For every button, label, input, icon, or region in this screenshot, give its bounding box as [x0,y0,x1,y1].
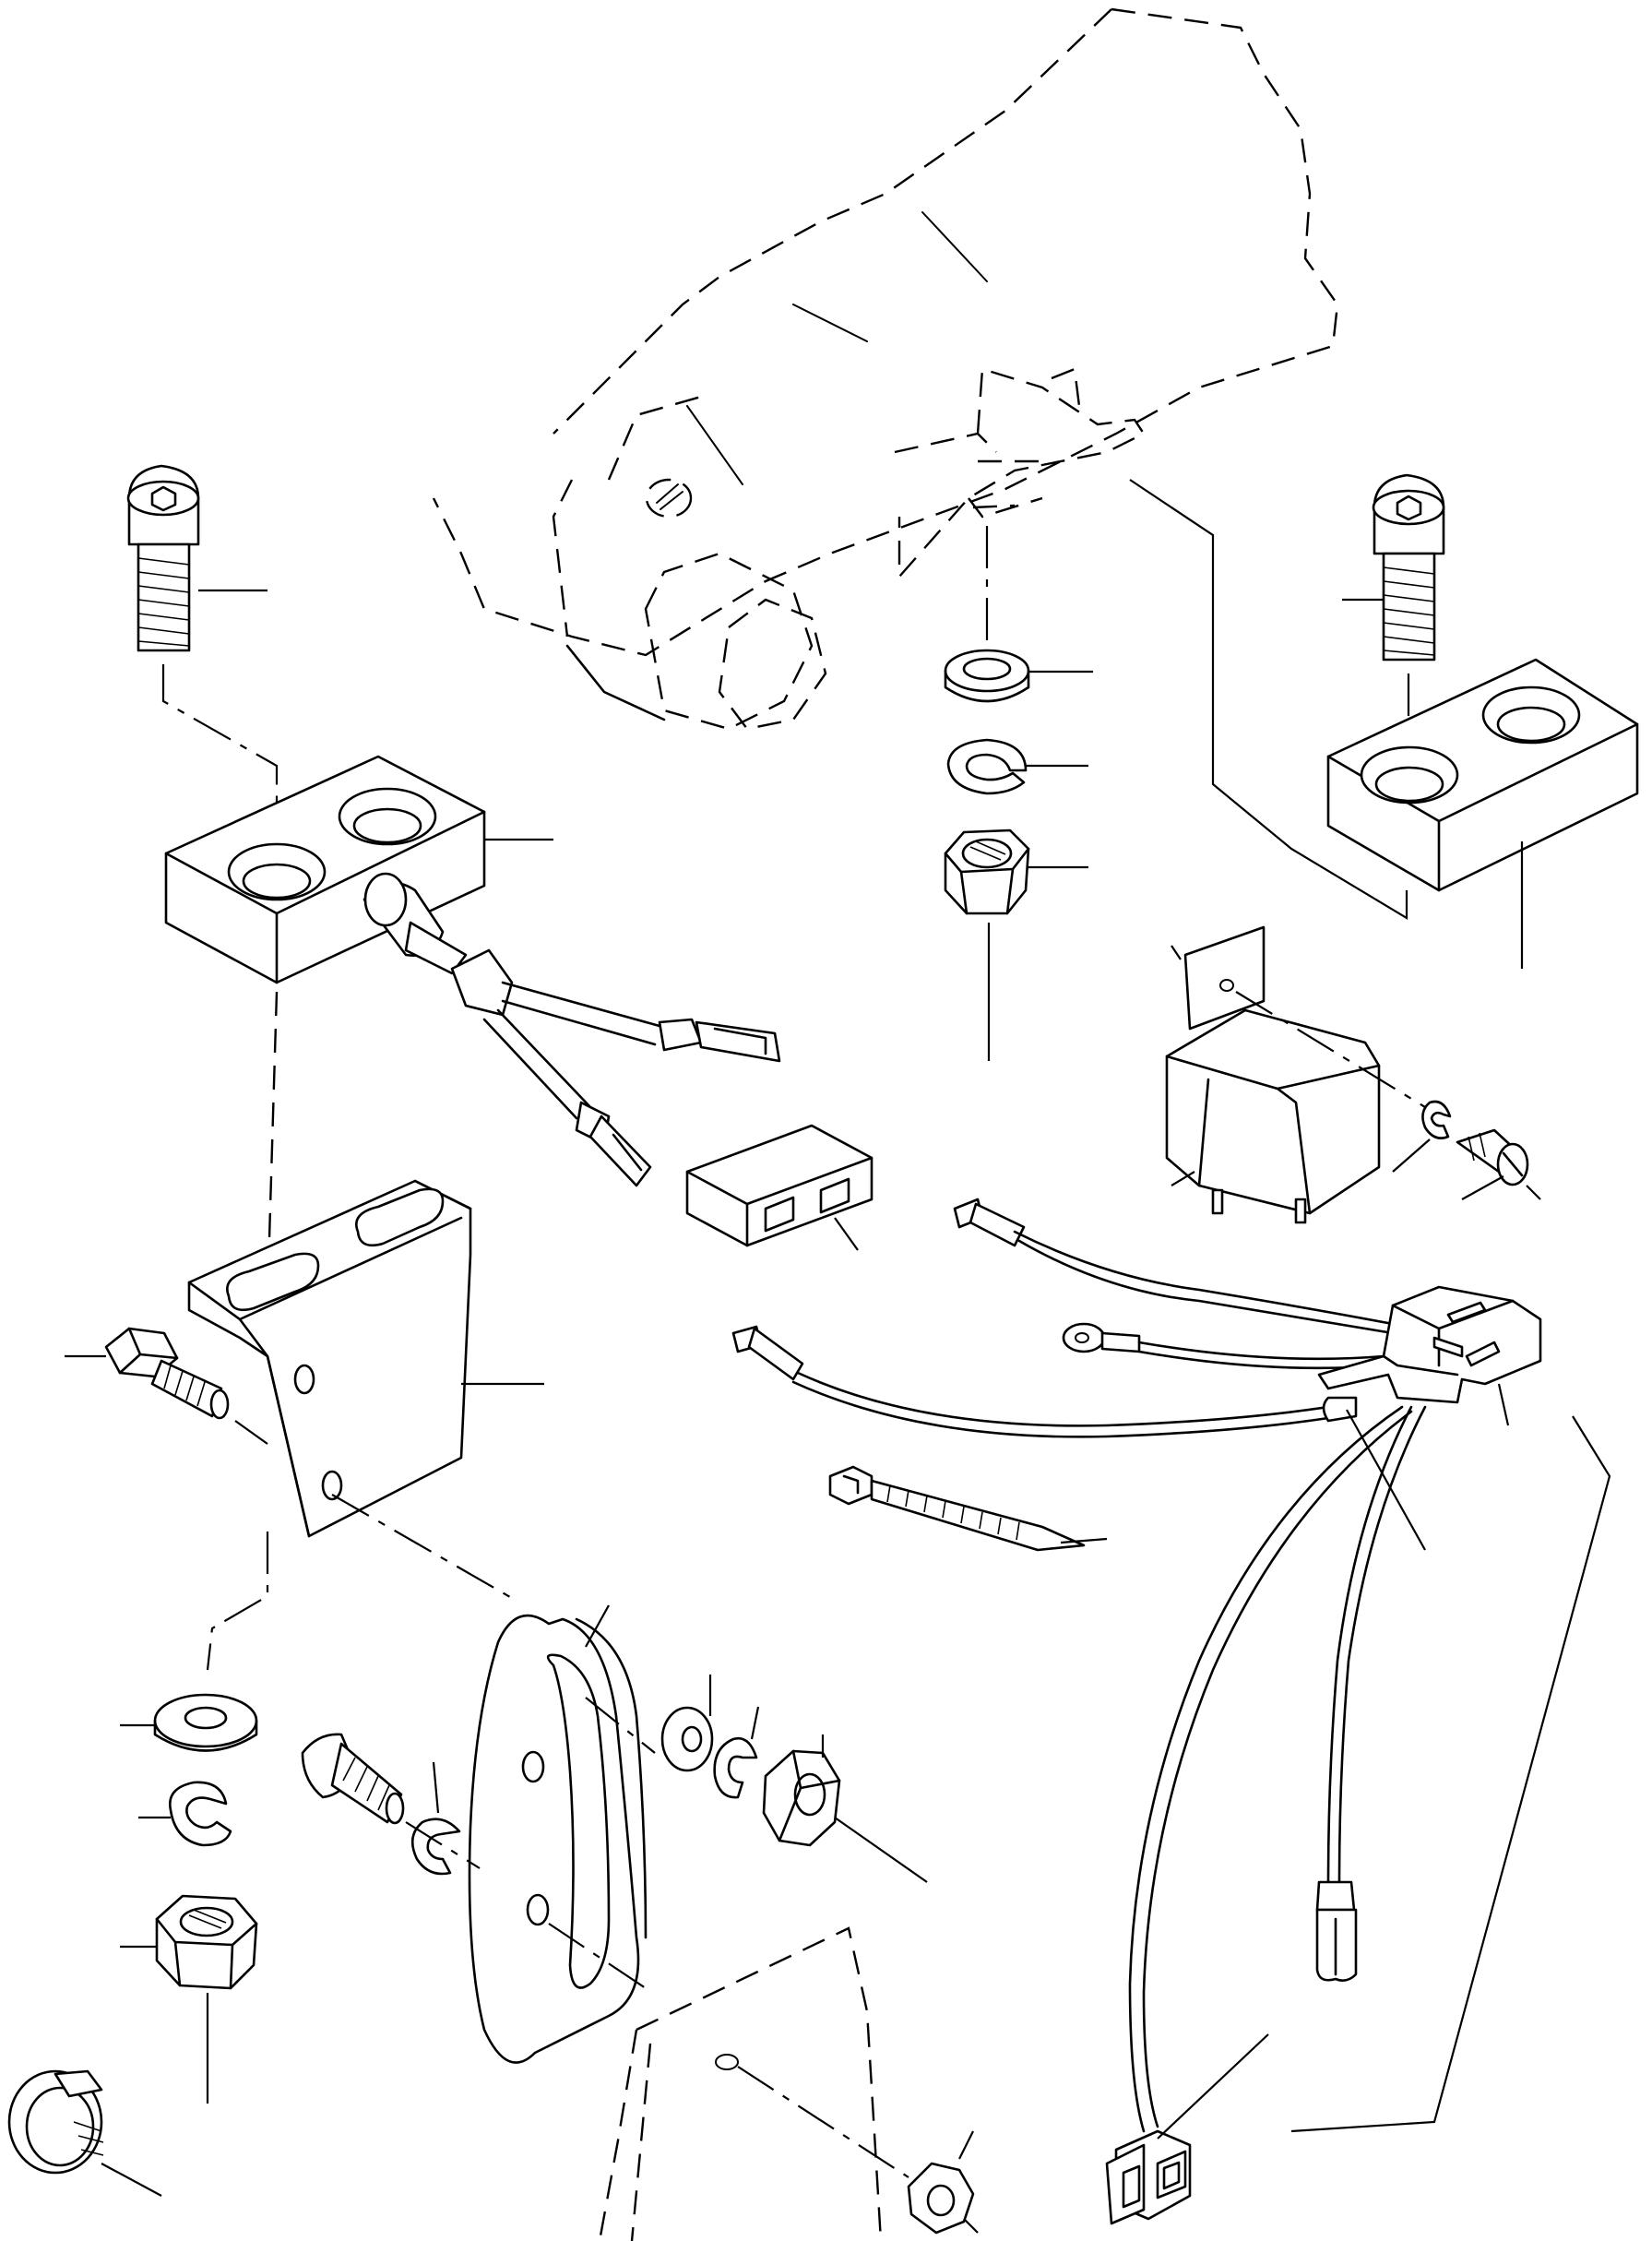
sensor-block-with-cable [164,755,781,1187]
socket-head-screw-right [1342,473,1445,662]
mounting-panel-outline [598,1926,909,2241]
target-block-right [1326,658,1639,969]
socket-head-screw-left [126,464,267,652]
angle-bracket [187,1179,544,1538]
hex-nut-upper-stack [944,828,1088,1061]
split-lock-washer-right [713,1706,760,1799]
split-lock-washer-middle [410,1761,461,1876]
hex-nut-middle [762,1734,928,1883]
hose-clamp [7,2069,162,2197]
axis-line-left-screw [161,664,279,830]
axis-line-sensor-to-bracket [266,991,279,1302]
carriage-bolt-middle [301,1733,405,1825]
wiring-harness [731,1198,1542,2225]
hex-bolt-left [65,1327,230,1420]
slotted-mounting-plate [468,1604,648,2064]
split-lock-washer-upper-stack [946,738,1088,795]
pan-head-screw-relay [1456,1128,1541,1200]
axis-line-relay-screw [1235,991,1426,1108]
split-lock-washer-relay [1392,1100,1452,1173]
leader-line-bracket-to-block [1129,479,1408,920]
flat-washer-left [120,1693,258,1752]
flat-washer-upper-stack [944,649,1093,703]
axis-line-carriage-bolt [405,1821,481,1869]
axis-line-bracket-to-plate [331,1494,517,1602]
hex-nut-small-bottom [907,2130,979,2235]
cable-tie [828,1465,1108,1552]
axis-line-plate-slot [585,1697,656,1754]
axis-line-hex-bolt [234,1420,268,1445]
split-lock-washer-left [138,1781,232,1847]
axis-line-bracket-down [206,1532,269,1671]
axis-line-plate-lower-hole [548,1923,647,1989]
axis-line-panel-nut [737,2066,909,2178]
leader-line-harness [1290,1415,1611,2133]
flat-washer-middle [660,1675,714,1772]
relay [1165,925,1381,1224]
background-housing-outline [432,7,1339,731]
hex-nut-left [120,1894,258,2104]
connector-housing [685,1124,874,1251]
